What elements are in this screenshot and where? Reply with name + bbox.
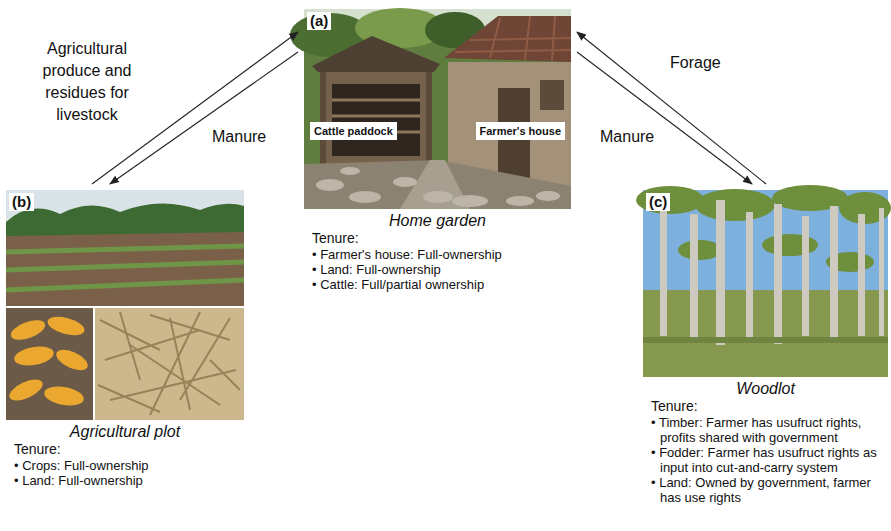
- flow-label: Manure: [210, 126, 268, 148]
- tenure-heading: Tenure:: [304, 230, 571, 247]
- crop-residue: [98, 312, 240, 415]
- photo-frame: (b): [6, 190, 244, 420]
- paddock-interior: [332, 84, 420, 156]
- panel-letter: (c): [646, 193, 670, 211]
- crop-rows: [6, 246, 244, 290]
- panel-letter: (b): [9, 193, 34, 211]
- tenure-item: • Land: Full-ownership: [6, 473, 244, 488]
- flow-label: Forage: [668, 52, 723, 74]
- photo-panel: (b) Agricultural plotTenure:• Crops: Full…: [6, 190, 244, 488]
- paddock-post: [426, 72, 432, 164]
- residue-photo: [95, 308, 244, 420]
- tenure-item: • Fodder: Farmer has usufruct rights as …: [643, 445, 888, 475]
- woodlot-photo: [636, 185, 891, 377]
- understory: [643, 290, 888, 377]
- agricultural-plot-photos: [6, 190, 244, 420]
- tenure-item: • Land: Full-ownership: [304, 262, 571, 277]
- photo-label-box: Farmer's house: [476, 122, 565, 140]
- panel-letter: (a): [307, 12, 331, 30]
- flow-label: Agricultural produce and residues for li…: [22, 38, 152, 126]
- home-garden-photo: [290, 8, 571, 209]
- tenure-item: • Farmer's house: Full-ownership: [304, 247, 571, 262]
- photo-label: Cattle paddock: [314, 124, 393, 138]
- flow-label: Manure: [598, 126, 656, 148]
- tenure-item: • Crops: Full-ownership: [6, 458, 244, 473]
- photo-label-box: Cattle paddock: [310, 122, 397, 140]
- paddock-roof: [312, 36, 440, 72]
- flow-label-box: Manure: [598, 126, 656, 148]
- flow-label-box: Agricultural produce and residues for li…: [22, 38, 152, 126]
- grass: [643, 337, 888, 343]
- panel-caption: Home garden: [304, 212, 571, 230]
- house-window: [540, 80, 564, 110]
- tenure-heading: Tenure:: [643, 398, 888, 415]
- tenure-item: • Cattle: Full/partial ownership: [304, 277, 571, 292]
- photo-panel: (a) Cattle paddock Farmer's houseHome gard…: [304, 9, 571, 292]
- paddock-wall: [320, 72, 432, 164]
- tenure-item: • Land: Owned by government, farmer has …: [643, 475, 888, 505]
- tenure-heading: Tenure:: [6, 441, 244, 458]
- panel-caption: Agricultural plot: [6, 423, 244, 441]
- corn-photo: [6, 308, 93, 420]
- photo-label: Farmer's house: [480, 124, 561, 138]
- yard-ground: [304, 160, 571, 209]
- flow-label-box: Manure: [210, 126, 268, 148]
- flow-label-box: Forage: [668, 52, 723, 74]
- corn-cobs: [6, 313, 90, 408]
- flow-arrow: [577, 52, 752, 184]
- photo-frame: (c): [643, 190, 888, 377]
- field: [6, 232, 244, 306]
- paddock-post: [320, 72, 326, 164]
- sky: [6, 190, 244, 306]
- photo-frame: (a) Cattle paddock Farmer's house: [304, 9, 571, 209]
- canopy: [636, 185, 891, 272]
- flow-arrow: [577, 32, 766, 184]
- connectors: [92, 32, 766, 184]
- house-roof: [444, 16, 571, 62]
- panel-caption: Woodlot: [643, 380, 888, 398]
- roof-tiles: [455, 16, 571, 61]
- tree-trunks: [660, 200, 884, 345]
- photo-panel: (c) WoodlotTenure:• Timber: Farmer has us…: [643, 190, 888, 505]
- stones: [316, 167, 560, 207]
- tenure-item: • Timber: Farmer has usufruct rights, pr…: [643, 415, 888, 445]
